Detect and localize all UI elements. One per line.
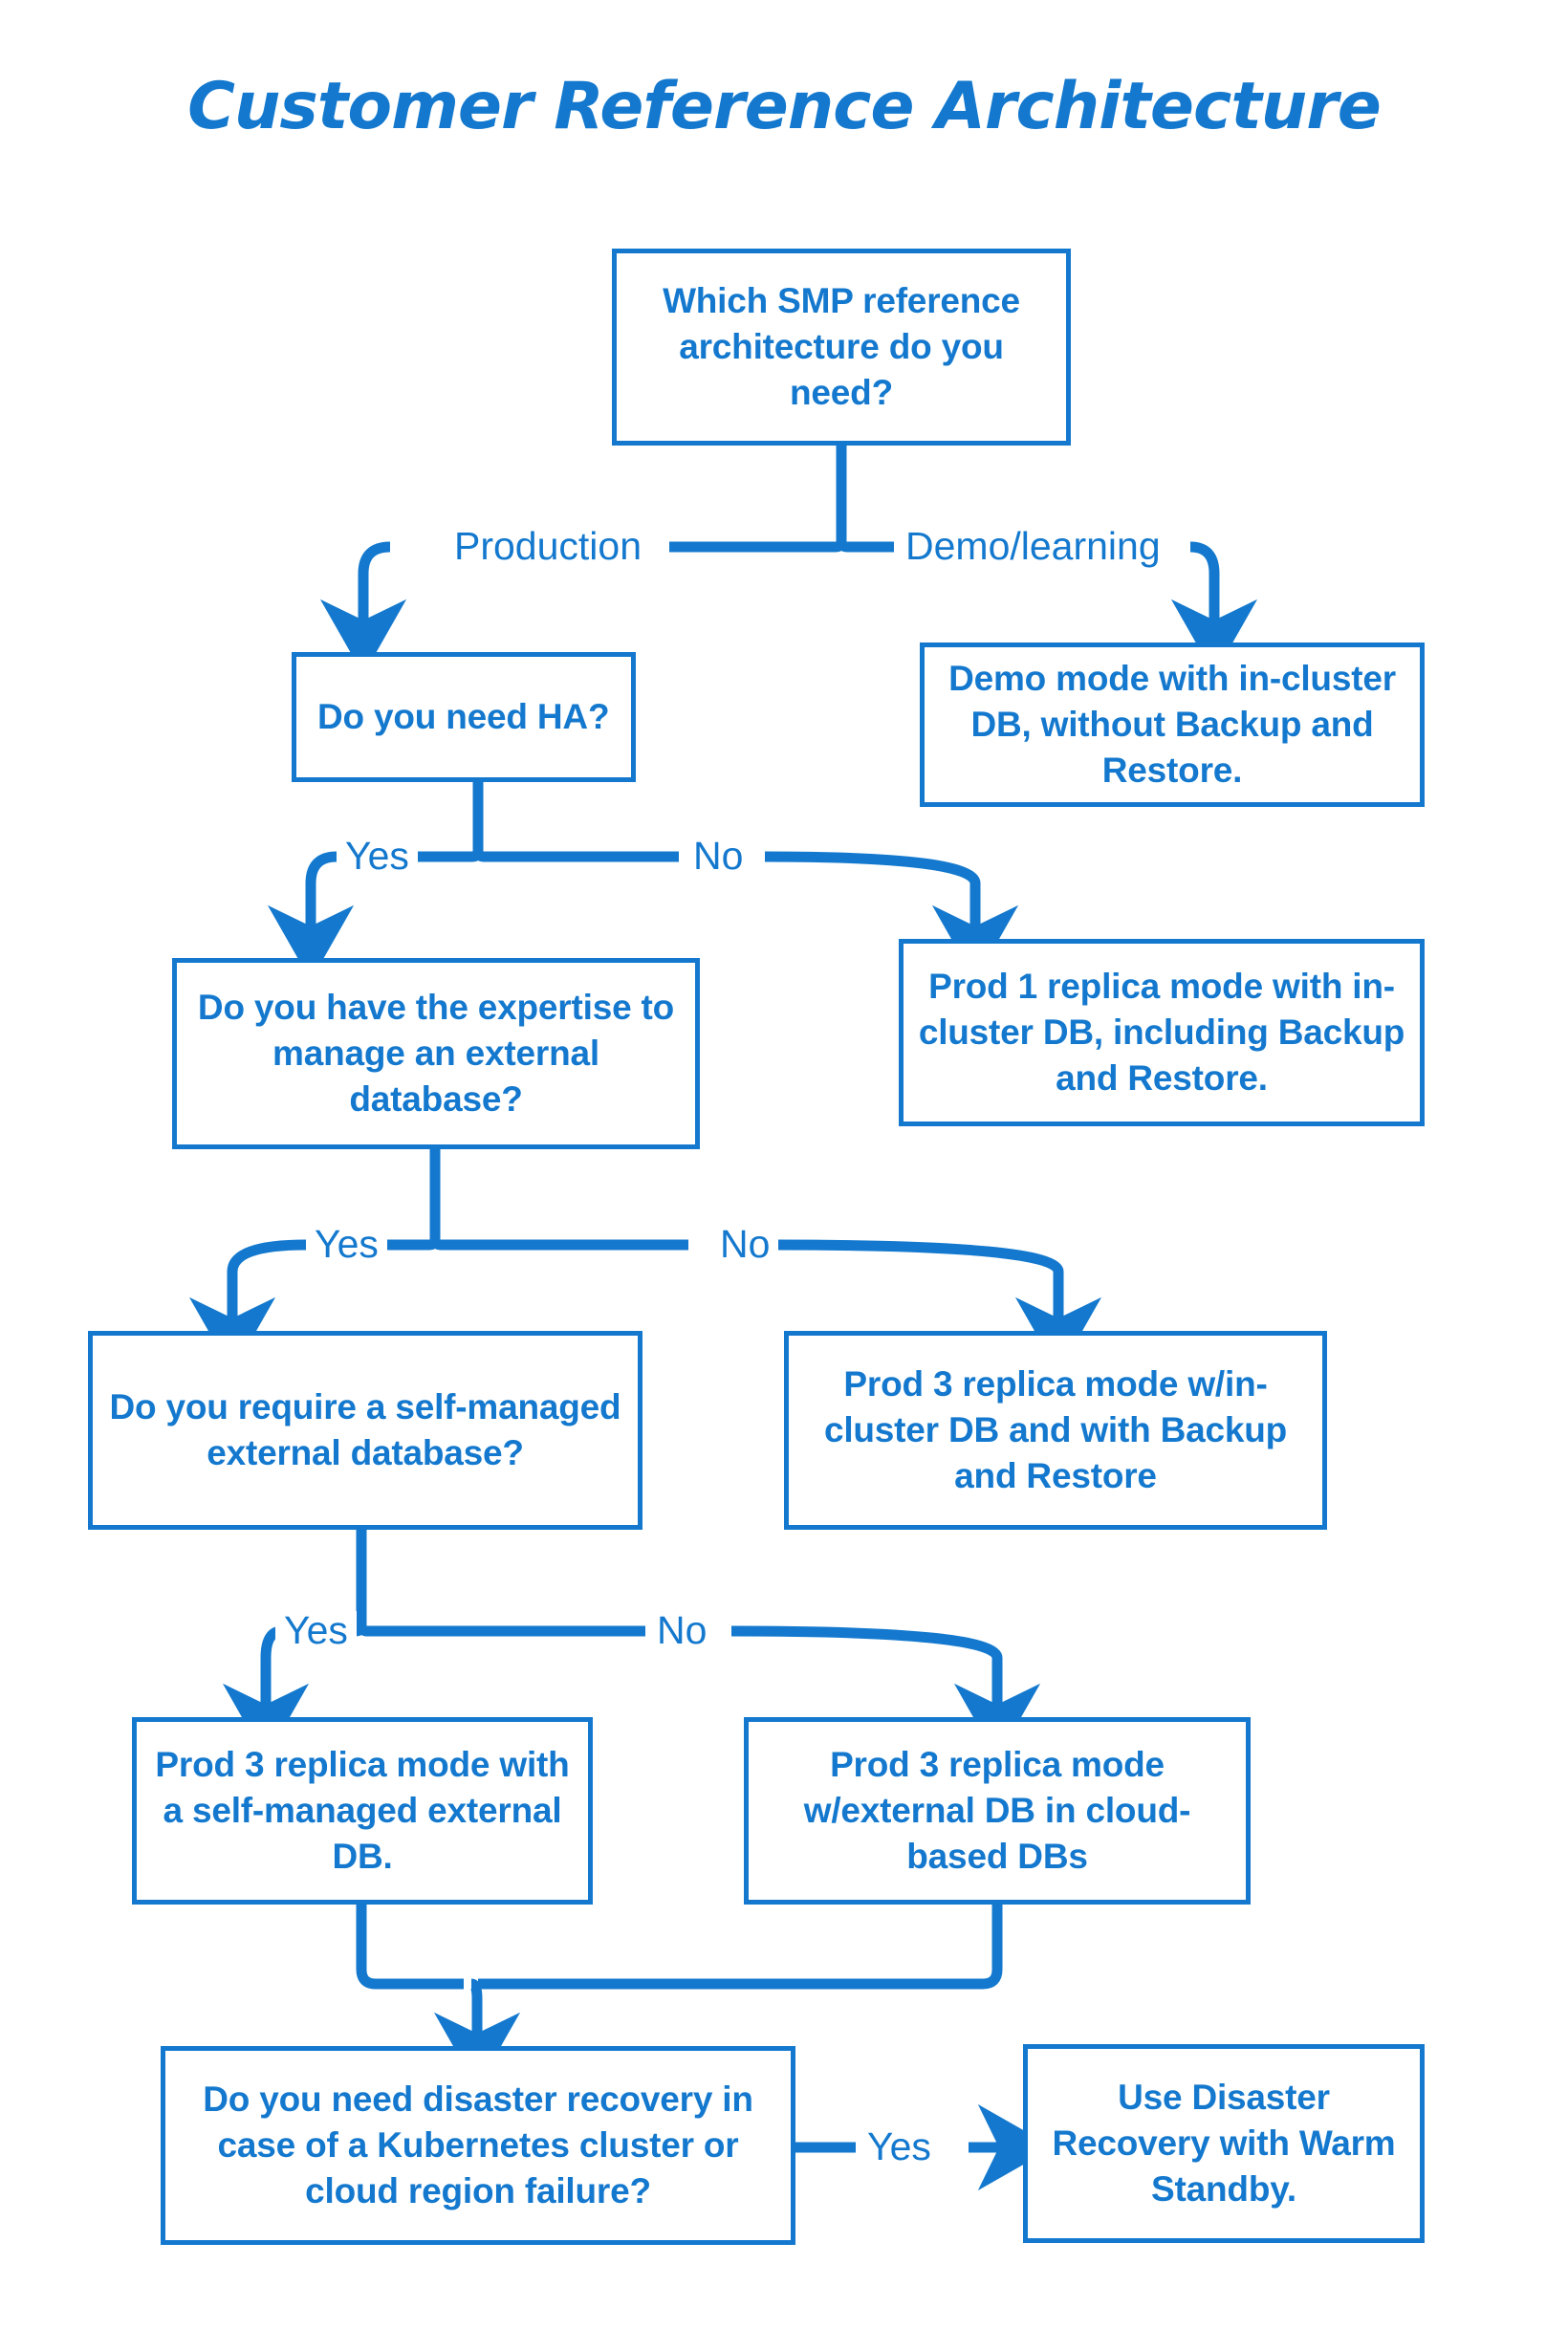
edge-label-expertise-yes: Yes xyxy=(306,1225,387,1264)
wire-production-elbow xyxy=(358,541,391,602)
node-label: Use Disaster Recovery with Warm Standby. xyxy=(1052,2077,1396,2210)
node-prod-3-replica-cloud-db[interactable]: Prod 3 replica mode w/external DB in clo… xyxy=(744,1717,1251,1905)
node-demo-mode-in-cluster-db[interactable]: Demo mode with in-cluster DB, without Ba… xyxy=(920,642,1425,807)
node-do-you-need-ha[interactable]: Do you need HA? xyxy=(292,652,636,782)
node-label: Prod 3 replica mode w/in-cluster DB and … xyxy=(823,1363,1288,1496)
wire-merge-arrow xyxy=(433,1978,521,2088)
node-do-you-have-expertise-external-db[interactable]: Do you have the expertise to manage an e… xyxy=(172,958,700,1149)
node-label: Do you need HA? xyxy=(317,696,610,736)
wire-root-to-production xyxy=(669,540,847,553)
wire-merge-right xyxy=(478,1905,1003,1990)
wire-self-to-no xyxy=(356,1624,645,1637)
wire-exp-yes-elbow xyxy=(227,1239,307,1298)
node-label: Do you require a self-managed external d… xyxy=(109,1386,621,1472)
edge-label-self-managed-yes: Yes xyxy=(275,1611,357,1650)
wire-root-to-demo xyxy=(836,540,894,553)
wire-demo-elbow xyxy=(1189,541,1220,602)
wire-exp-to-yes xyxy=(382,1238,441,1251)
edge-label-self-managed-no: No xyxy=(648,1611,716,1650)
node-label: Which SMP reference architecture do you … xyxy=(663,280,1020,413)
node-which-smp-reference-architecture[interactable]: Which SMP reference architecture do you … xyxy=(612,249,1071,446)
node-label: Prod 1 replica mode with in-cluster DB, … xyxy=(918,966,1405,1099)
page-title: Customer Reference Architecture xyxy=(187,69,1382,144)
node-label: Demo mode with in-cluster DB, without Ba… xyxy=(948,658,1396,791)
wire-self-no-elbow xyxy=(730,1625,1003,1685)
edge-label-production: Production xyxy=(446,527,651,566)
node-label: Do you have the expertise to manage an e… xyxy=(197,987,675,1120)
node-prod-3-replica-self-managed-db[interactable]: Prod 3 replica mode with a self-managed … xyxy=(132,1717,593,1905)
edge-label-expertise-no: No xyxy=(711,1225,779,1264)
wire-merge-left xyxy=(356,1905,464,1990)
node-label: Prod 3 replica mode w/external DB in clo… xyxy=(803,1744,1191,1877)
edge-label-dr-yes: Yes xyxy=(859,2127,940,2167)
node-prod-3-replica-in-cluster-db[interactable]: Prod 3 replica mode w/in-cluster DB and … xyxy=(784,1331,1327,1530)
wire-ha-no-elbow xyxy=(764,851,981,908)
wire-ha-yes-elbow xyxy=(305,851,338,908)
node-use-disaster-recovery-warm-standby[interactable]: Use Disaster Recovery with Warm Standby. xyxy=(1023,2044,1425,2243)
node-do-you-need-disaster-recovery[interactable]: Do you need disaster recovery in case of… xyxy=(161,2046,795,2245)
node-prod-1-replica-mode[interactable]: Prod 1 replica mode with in-cluster DB, … xyxy=(899,939,1425,1126)
wire-exp-to-no xyxy=(429,1238,688,1251)
edge-label-demo-learning: Demo/learning xyxy=(897,527,1169,566)
node-label: Do you need disaster recovery in case of… xyxy=(203,2079,753,2211)
node-do-you-require-self-managed-external-db[interactable]: Do you require a self-managed external d… xyxy=(88,1331,642,1530)
wire-ha-to-yes xyxy=(418,850,484,862)
wire-ha-to-no xyxy=(472,850,679,862)
edge-label-ha-no: No xyxy=(685,837,752,876)
wire-exp-no-elbow xyxy=(773,1239,1064,1298)
edge-label-ha-yes: Yes xyxy=(337,837,418,876)
node-label: Prod 3 replica mode with a self-managed … xyxy=(155,1744,570,1877)
